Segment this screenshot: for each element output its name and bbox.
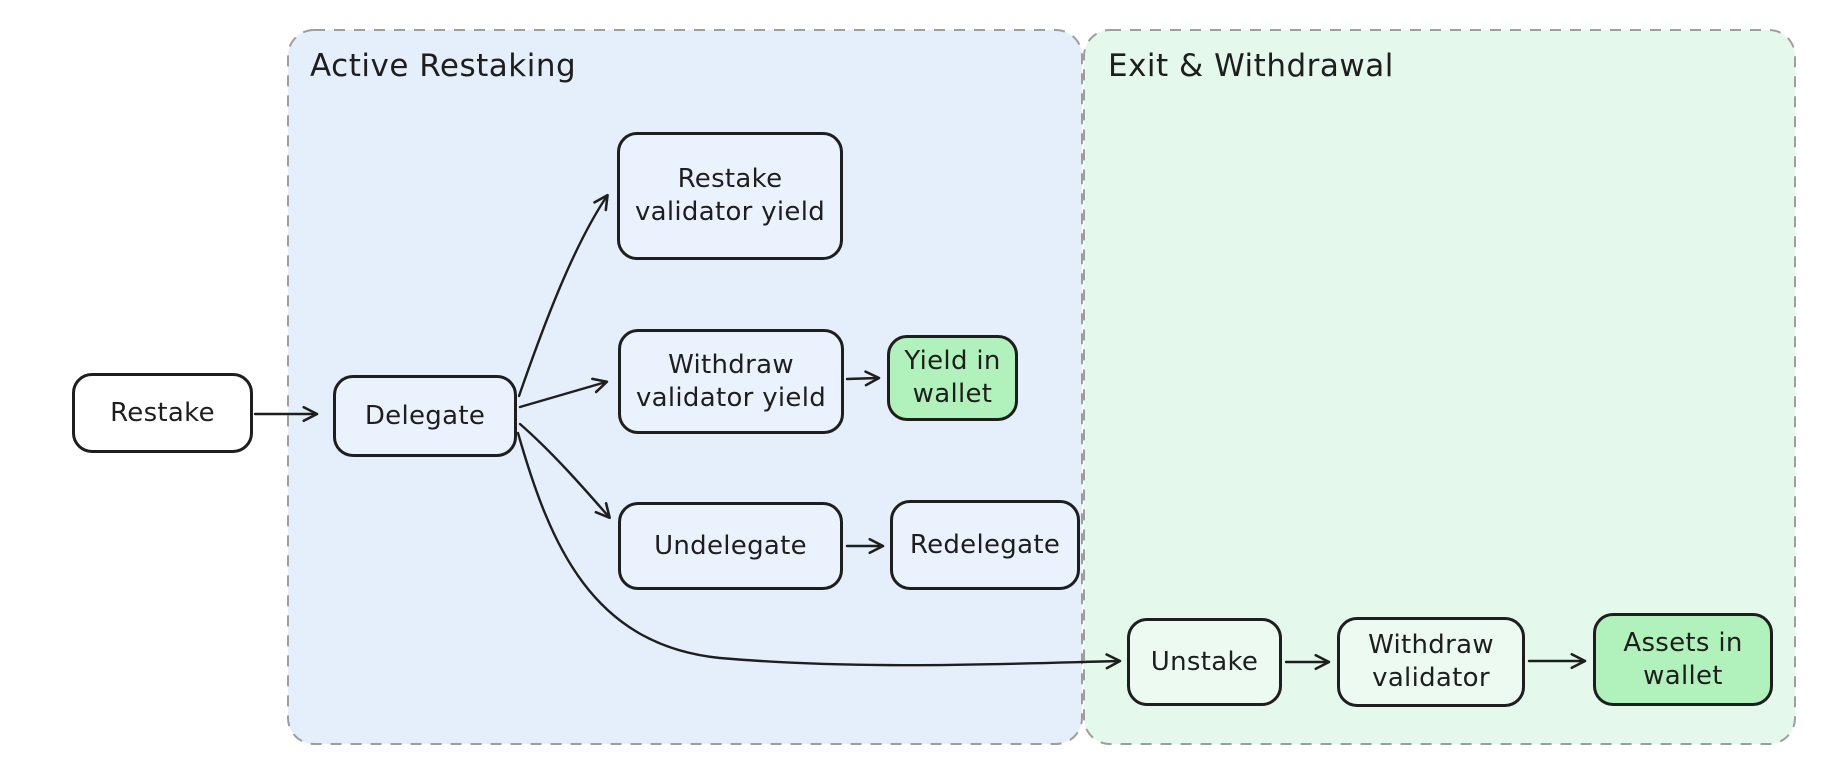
edge-withdraw-validator-yield-to-yield-in-wallet	[845, 370, 881, 387]
node-redelegate-label: Redelegate	[909, 529, 1061, 560]
edge-delegate-to-withdraw-validator-yield	[518, 377, 609, 409]
node-assets-in-wallet: Assets in wallet	[1593, 613, 1773, 706]
node-unstake: Unstake	[1127, 618, 1282, 706]
node-yield-in-wallet: Yield in wallet	[887, 335, 1018, 421]
node-restake-validator-yield: Restake validator yield	[617, 132, 843, 260]
node-withdraw-validator: Withdraw validator	[1337, 617, 1525, 707]
node-undelegate-label: Undelegate	[654, 530, 807, 561]
node-restake-label: Restake	[110, 397, 215, 428]
region-exit-withdrawal	[1083, 29, 1796, 745]
node-restake-validator-yield-label: Restake validator yield	[634, 164, 826, 227]
node-withdraw-validator-yield: Withdraw validator yield	[618, 329, 844, 434]
edge-delegate-to-unstake	[516, 431, 1122, 670]
node-withdraw-validator-yield-label: Withdraw validator yield	[635, 349, 827, 413]
node-yield-in-wallet-label: Yield in wallet	[904, 346, 1001, 409]
node-delegate: Delegate	[333, 375, 517, 457]
node-restake: Restake	[72, 373, 253, 453]
region-label-exit-withdrawal: Exit & Withdrawal	[1108, 48, 1394, 84]
node-redelegate: Redelegate	[890, 500, 1080, 590]
edge-delegate-to-restake-validator-yield	[517, 193, 609, 398]
edge-delegate-to-undelegate	[518, 422, 611, 520]
node-undelegate: Undelegate	[618, 502, 843, 590]
node-withdraw-validator-label: Withdraw validator	[1368, 630, 1494, 693]
node-assets-in-wallet-label: Assets in wallet	[1623, 627, 1743, 691]
node-unstake-label: Unstake	[1150, 646, 1259, 677]
region-label-active-restaking: Active Restaking	[310, 48, 577, 84]
node-delegate-label: Delegate	[364, 400, 486, 431]
